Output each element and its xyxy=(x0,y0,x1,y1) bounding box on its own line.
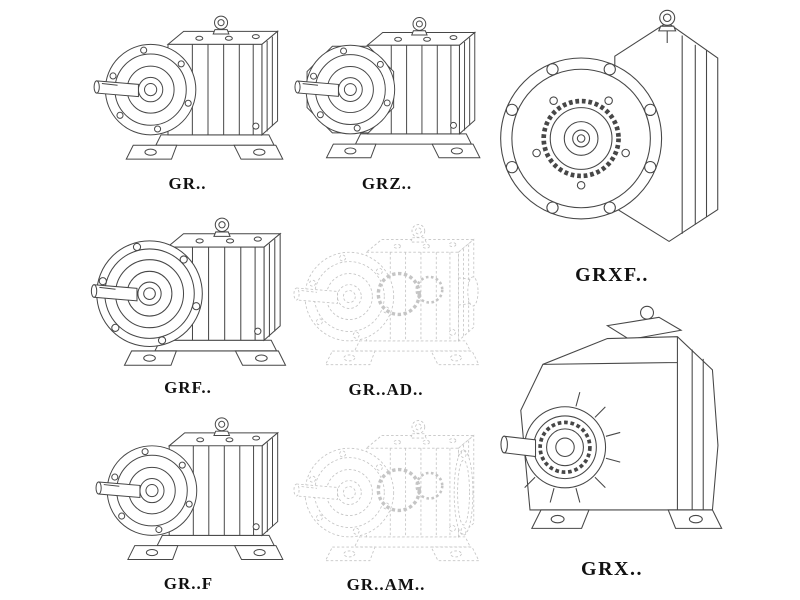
model-label-grx: GRX.. xyxy=(581,558,643,580)
catalog-cell-grz: GRZ.. xyxy=(288,2,486,194)
catalog-cell-gr-ad: GR..AD.. xyxy=(286,210,486,400)
catalog-cell-gr: GR.. xyxy=(85,2,290,194)
gearbox-grf-drawing xyxy=(90,217,287,366)
catalog-cell-gr-am: GR..AM.. xyxy=(286,407,486,595)
model-label-grxf: GRXF.. xyxy=(575,264,649,286)
gearbox-gr-f-drawing xyxy=(95,417,283,560)
catalog-cell-grf: GRF.. xyxy=(82,206,294,398)
gearbox-gr-am-drawing xyxy=(293,420,480,562)
gearbox-gr-ad-drawing xyxy=(293,224,480,366)
gearbox-grz-drawing xyxy=(294,17,481,159)
catalog-cell-grx: GRX.. xyxy=(488,298,736,581)
gearbox-grx-drawing xyxy=(499,304,724,531)
model-label-grf: GRF.. xyxy=(164,378,212,397)
model-label-gr: GR.. xyxy=(168,174,207,193)
model-label-gr-am: GR..AM.. xyxy=(346,575,426,594)
gearbox-grxf-drawing xyxy=(490,0,734,262)
gearbox-gr-drawing xyxy=(93,15,283,160)
model-label-grz: GRZ.. xyxy=(361,174,413,193)
catalog-cell-grxf: GRXF.. xyxy=(488,0,736,287)
catalog-cell-gr-f: GR..F xyxy=(86,404,291,594)
model-label-gr-f: GR..F xyxy=(163,574,214,593)
model-label-gr-ad: GR..AD.. xyxy=(348,380,424,399)
